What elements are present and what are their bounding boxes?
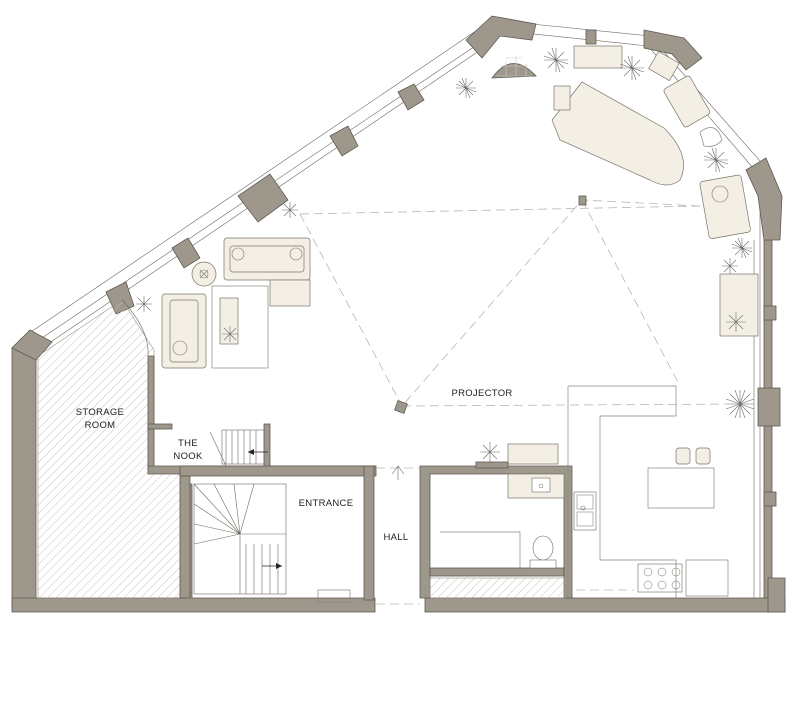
plant-icon [136, 296, 152, 312]
room-label-nook-2: NOOK [173, 451, 203, 462]
room-label-nook-1: THE [178, 438, 198, 449]
sideboard-right [719, 273, 759, 337]
plant-icon [722, 258, 738, 274]
pillar-left-2 [329, 125, 359, 157]
armchair-icon [699, 174, 751, 239]
projector-screen-marker [578, 195, 587, 206]
sofa-icon [223, 237, 311, 307]
plant-icon [726, 312, 746, 332]
projector-icon [394, 400, 408, 414]
bath-tub [507, 443, 559, 465]
room-label-hall: HALL [384, 532, 409, 543]
entrance-wall-top [179, 465, 377, 477]
bath-wall-inner [429, 567, 565, 577]
bookcase-icon [491, 56, 537, 79]
pillar-left-3 [237, 173, 289, 223]
pillar-top-right [643, 29, 703, 71]
toilet-icon [529, 535, 557, 569]
cabinet-top [573, 45, 623, 69]
projection-beam-right [401, 199, 701, 407]
glass-top-table [699, 127, 723, 147]
stair-icon [193, 483, 287, 595]
pillar-right-4 [763, 305, 777, 321]
pillar-right-1 [745, 157, 783, 241]
cabinet-top-speaker [585, 29, 597, 45]
door-icon[interactable] [391, 465, 405, 480]
nook-door[interactable] [209, 431, 229, 471]
storage-door[interactable] [121, 299, 149, 357]
wall-right-corner [767, 577, 786, 613]
island-stool-1 [675, 447, 691, 465]
hall: HALL [376, 465, 420, 605]
plant-icon [543, 47, 569, 73]
sofa-icon [161, 293, 207, 369]
wall-right-inner [753, 176, 761, 598]
nook-wall-right [263, 423, 271, 469]
plant-icon [480, 442, 500, 462]
room-label-projector: PROJECTOR [451, 388, 512, 399]
plant-icon [731, 237, 753, 259]
room-label-storage-2: ROOM [85, 420, 116, 431]
plants [136, 47, 755, 462]
plant-icon [703, 147, 729, 173]
room-label-storage-1: STORAGE [76, 407, 124, 418]
piano-icon [551, 81, 684, 186]
rug [211, 285, 269, 369]
entrance-wall-left [179, 475, 191, 599]
stair-icon [221, 429, 268, 465]
bath-wall-tub [475, 461, 509, 469]
sink-icon [531, 477, 551, 493]
pillar-left-corner [11, 329, 53, 361]
kitchen-counter-outline [568, 385, 677, 598]
storage-wall-right [147, 355, 155, 471]
coffee-table [219, 297, 239, 345]
projection-screen-line [299, 205, 701, 215]
pillar-right-2 [757, 387, 781, 427]
utility-strip [429, 577, 565, 599]
kitchen-island [647, 467, 715, 509]
island-stool-2 [695, 447, 711, 465]
entrance: ENTRANCE [179, 465, 377, 603]
side-table-top-right [648, 50, 680, 82]
kitchen [567, 385, 729, 598]
entrance-mat [317, 589, 351, 603]
music-corner [491, 29, 759, 337]
nook: THE NOOK [147, 423, 271, 471]
storage-floor [37, 299, 181, 599]
fridge [685, 559, 729, 597]
pillar-left-1 [397, 83, 425, 111]
lamp-icon [191, 261, 217, 287]
projection-beam-left [299, 213, 403, 407]
living-area [161, 237, 311, 369]
pillar-corner-top [465, 15, 537, 59]
projection-beam-bottom [401, 403, 741, 407]
outer-walls [11, 15, 786, 613]
room-label-entrance: ENTRANCE [299, 498, 354, 509]
nook-wall-top [147, 423, 173, 430]
plant-icon [282, 202, 298, 218]
armchair-icon [663, 75, 711, 128]
pillar-right-3 [763, 491, 777, 507]
bathroom [419, 443, 573, 599]
projection-beam-center [581, 199, 681, 387]
sink-icon [573, 491, 597, 531]
stove-icon [637, 563, 683, 593]
projection: PROJECTOR [299, 195, 741, 414]
pillar-left-4 [171, 237, 201, 269]
plant-icon [222, 326, 238, 342]
storage-room: STORAGE ROOM [37, 299, 376, 599]
wall-bottom-right [424, 597, 786, 613]
plant-icon [455, 77, 477, 99]
bath-vanity [440, 531, 521, 568]
plant-icon [619, 55, 645, 81]
entrance-wall-right [363, 465, 375, 601]
